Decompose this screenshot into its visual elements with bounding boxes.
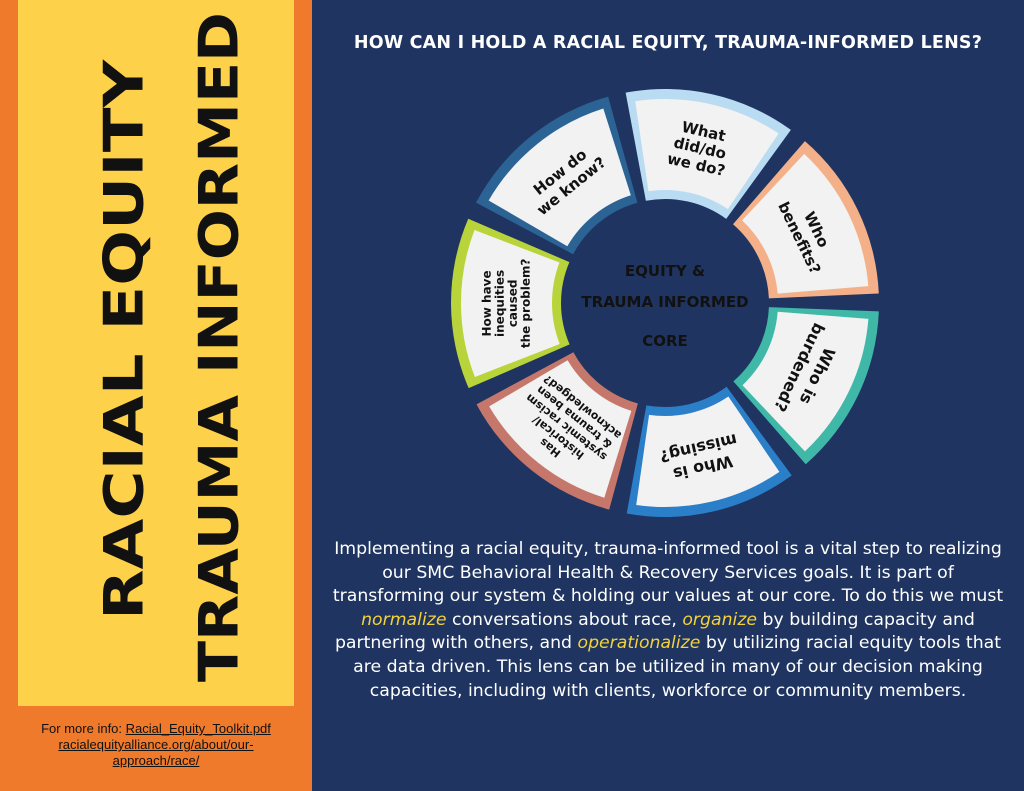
more-info: For more info: Racial_Equity_Toolkit.pdf… (12, 721, 300, 769)
wheel-segment-panel (742, 153, 869, 294)
body-part-1: Implementing a racial equity, trauma-inf… (332, 539, 1004, 607)
body-part-2: conversations about race, (446, 609, 683, 630)
wheel-segment-label: How haveinequitiescausedthe problem? (480, 258, 533, 348)
info-prefix: For more info: (41, 721, 126, 736)
alliance-link-part1[interactable]: racialequityalliance.org/about/our- (58, 737, 254, 752)
body-paragraph: Implementing a racial equity, trauma-inf… (326, 538, 1010, 703)
title-card: RACIAL EQUITY TRAUMA INFORMED (18, 0, 294, 706)
title-line-trauma-informed: TRAUMA INFORMED (188, 12, 251, 682)
wheel-segment-panel (635, 99, 779, 210)
core-circle (573, 211, 757, 395)
wheel-segment-panel (488, 108, 631, 247)
highlight-operationalize: operationalize (577, 633, 701, 654)
page-heading: HOW CAN I HOLD A RACIAL EQUITY, TRAUMA-I… (353, 33, 983, 53)
core-line-2: TRAUMA INFORMED (581, 293, 748, 311)
wheel-segment-panel (636, 396, 780, 508)
equity-wheel: Whatdid/dowe do?Whobenefits?Who isburden… (451, 89, 879, 517)
highlight-normalize: normalize (361, 609, 447, 630)
wheel-segment-panel (489, 360, 632, 498)
alliance-link-part2[interactable]: approach/race/ (112, 753, 200, 768)
wheel-segment-panel (461, 229, 560, 377)
body-part-4: by utilizing racial equity tools that ar… (353, 633, 1002, 701)
toolkit-link[interactable]: Racial_Equity_Toolkit.pdf (125, 721, 271, 736)
body-part-3: by building capacity and partnering with… (334, 609, 975, 654)
wheel-segment-panel (742, 311, 869, 452)
highlight-organize: organize (682, 609, 758, 630)
core-line-3: CORE (642, 332, 688, 350)
title-line-racial-equity: RACIAL EQUITY (93, 59, 156, 620)
vertical-title: RACIAL EQUITY TRAUMA INFORMED (93, 12, 251, 682)
core-line-1: EQUITY & (625, 262, 705, 280)
left-panel: RACIAL EQUITY TRAUMA INFORMED For more i… (0, 0, 312, 791)
